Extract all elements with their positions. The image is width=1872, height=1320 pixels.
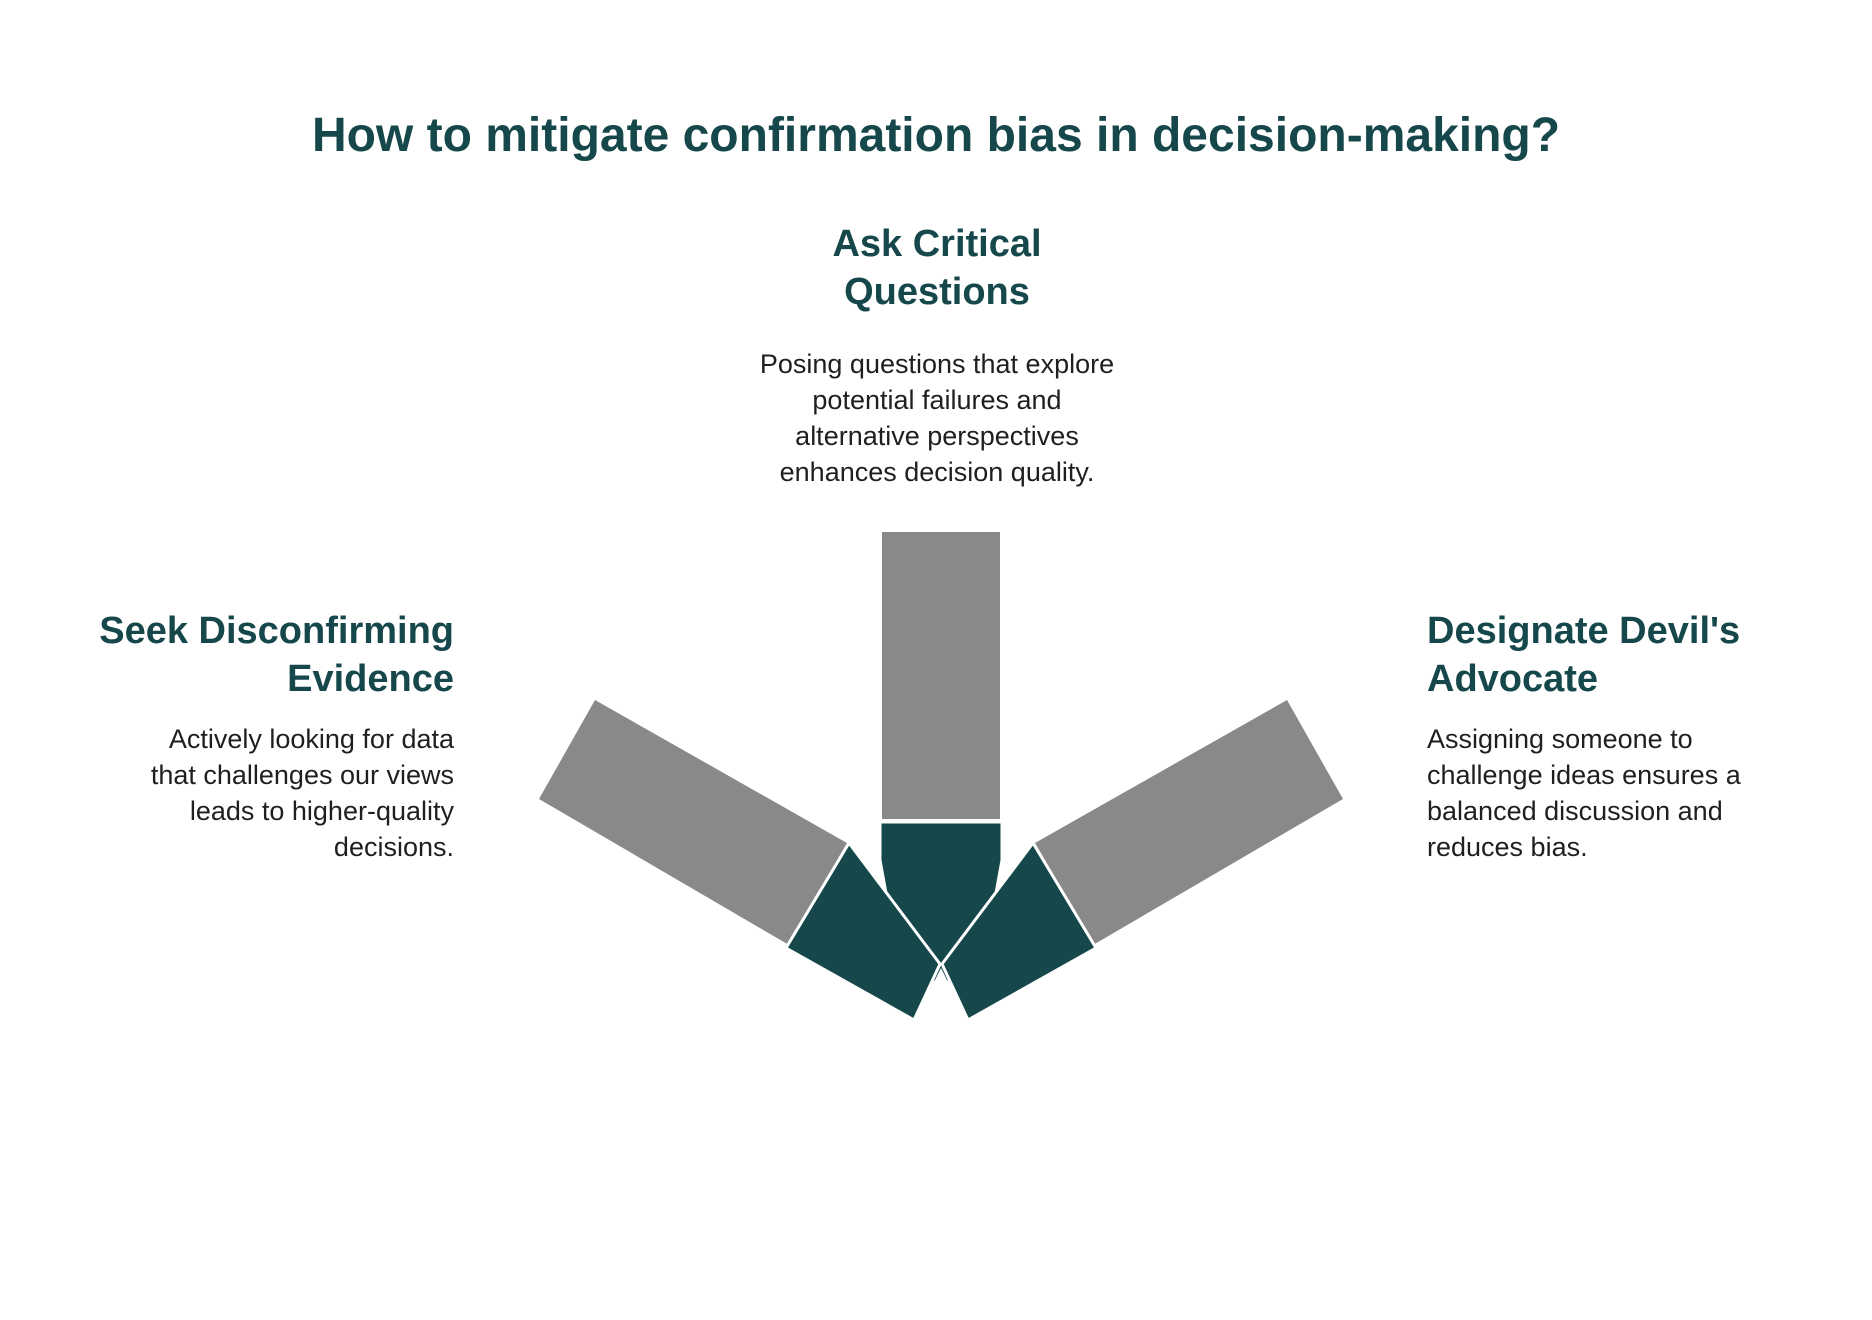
item-heading: Ask Critical Questions	[832, 223, 1042, 313]
item-description: Assigning someone to challenge ideas ens…	[1427, 724, 1741, 862]
hub-segment-left	[783, 840, 942, 1023]
item-seek-disconfirming-evidence: Seek Disconfirming Evidence Actively loo…	[60, 607, 454, 865]
item-heading: Designate Devil's Advocate	[1427, 610, 1741, 700]
arm-left-seek-disconfirming-evidence	[539, 700, 847, 945]
item-description: Actively looking for data that challenge…	[150, 724, 454, 862]
item-heading: Seek Disconfirming Evidence	[99, 610, 454, 700]
arm-top-ask-critical-questions	[882, 532, 1000, 819]
hub-notch	[914, 968, 968, 1022]
item-designate-devils-advocate: Designate Devil's Advocate Assigning som…	[1427, 607, 1827, 865]
item-ask-critical-questions: Ask Critical Questions Posing questions …	[700, 220, 1174, 490]
hub-segment-right	[940, 840, 1099, 1023]
item-description: Posing questions that explore potential …	[759, 349, 1115, 487]
arm-right-designate-devils-advocate	[1035, 700, 1343, 945]
page-title: How to mitigate confirmation bias in dec…	[311, 109, 1561, 162]
